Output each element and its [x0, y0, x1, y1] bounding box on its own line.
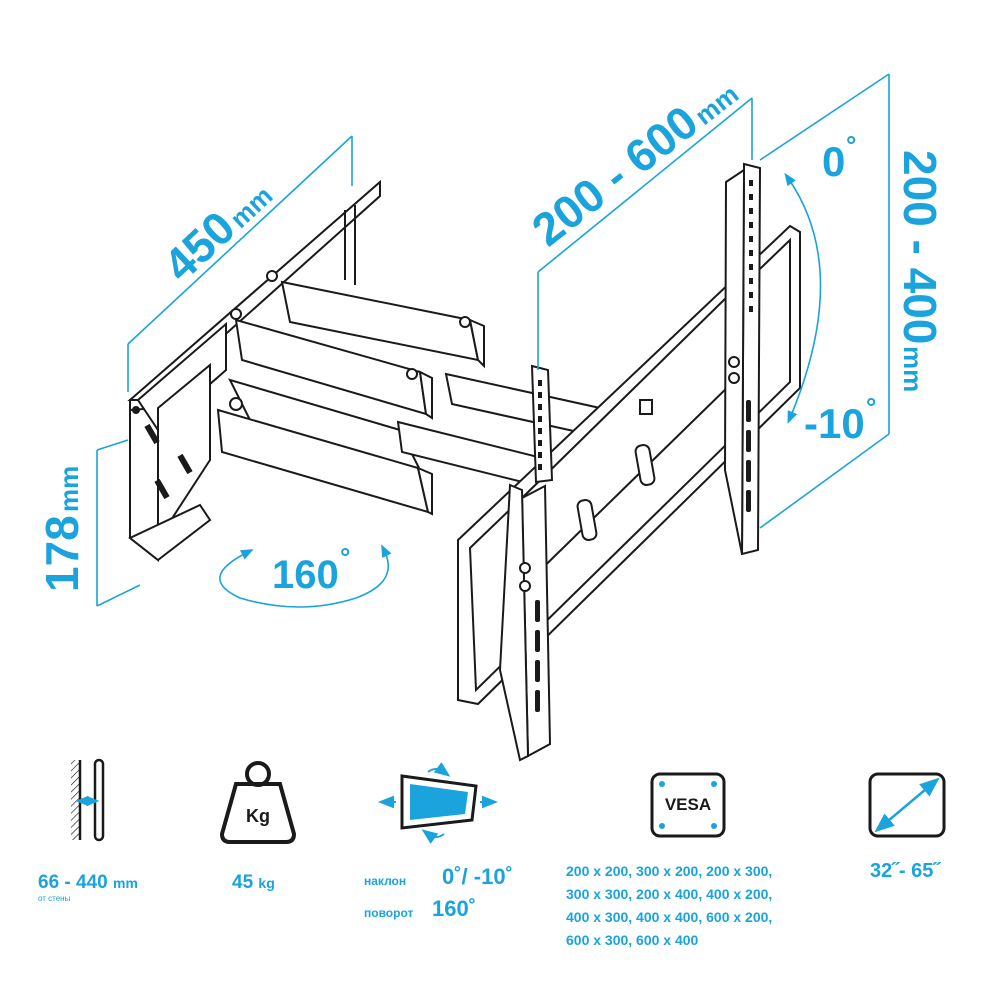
svg-text:200 - 600: 200 - 600 [522, 95, 707, 256]
tv-arm-left [498, 364, 554, 762]
vesa-line: 400 x 300, 400 x 400, 600 x 200, [566, 909, 773, 925]
dimension-lines [96, 73, 890, 608]
tilt-swivel-icon [378, 762, 498, 844]
wall-plate [127, 179, 381, 563]
distance-value: 66 - 440 [38, 872, 108, 893]
svg-text:160: 160 [272, 553, 339, 597]
vesa-icon: VESA [650, 772, 726, 838]
vesa-list: 200 x 200, 300 x 200, 200 x 300, 300 x 3… [566, 860, 772, 952]
distance-note: от стены [38, 894, 71, 903]
screen-size-icon [868, 772, 946, 838]
svg-text:mm: mm [898, 346, 928, 392]
svg-text:Kg: Kg [246, 806, 270, 826]
svg-text:-10: -10 [804, 400, 865, 447]
distance-spec: 66 - 440 mm [38, 872, 138, 894]
svg-text:0: 0 [822, 138, 845, 185]
swivel-label-spec: поворот [364, 906, 414, 920]
vesa-line: 300 x 300, 200 x 400, 400 x 200, [566, 886, 773, 902]
tilt-label: наклон [364, 874, 407, 888]
svg-text:°: ° [340, 542, 350, 572]
svg-text:VESA: VESA [665, 795, 711, 814]
dim-200-600: 200 - 600 mm [522, 79, 744, 256]
load-value: 45 [232, 872, 254, 893]
swivel-value: 160˚ [432, 896, 477, 921]
wall-distance-icon [71, 758, 105, 842]
tilt-value: 0˚/ -10˚ [442, 864, 513, 889]
svg-text:°: ° [866, 392, 876, 422]
weight-icon: Kg [219, 761, 297, 844]
svg-text:mm: mm [689, 79, 744, 131]
tilt-bottom-label: -10 ° [804, 392, 876, 447]
load-spec: 45 kg [232, 872, 275, 894]
dim-450: 450 mm [153, 180, 278, 291]
svg-text:°: ° [846, 130, 856, 160]
svg-text:mm: mm [54, 466, 84, 512]
vesa-line: 200 x 200, 300 x 200, 200 x 300, [566, 863, 773, 879]
tilt-top-label: 0 ° [822, 130, 856, 185]
svg-text:200 - 400: 200 - 400 [894, 150, 946, 344]
arm-upper-back [280, 280, 485, 369]
distance-unit: mm [113, 875, 138, 891]
tv-arm-right [723, 162, 762, 556]
load-unit: kg [258, 875, 275, 891]
vesa-line: 600 x 300, 600 x 400 [566, 932, 699, 948]
svg-text:178: 178 [36, 515, 88, 592]
screen-size-spec: 32˝- 65˝ [870, 860, 941, 882]
swivel-label: 160 ° [272, 542, 350, 597]
dim-200-400: 200 - 400 mm [894, 150, 946, 392]
dim-178: 178 mm [36, 466, 88, 592]
